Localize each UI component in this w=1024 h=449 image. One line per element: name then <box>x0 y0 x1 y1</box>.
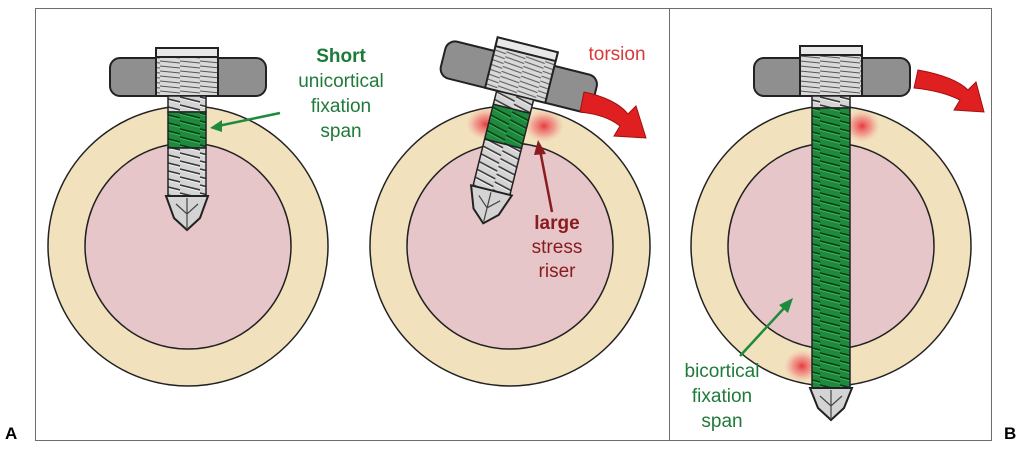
bicortical-label-arrow <box>739 298 793 357</box>
tilted-plate-and-screw <box>439 36 598 225</box>
stress-zone-top <box>844 110 880 142</box>
stress-riser-glow-right <box>524 110 564 142</box>
unicortical-span-green <box>167 111 207 149</box>
panel-b-frame <box>669 8 992 441</box>
label-fixation-1: fixation <box>311 96 371 117</box>
label-riser: riser <box>539 261 577 282</box>
torsion-arrow-icon <box>579 91 647 139</box>
torsion-arrow-icon-b <box>913 69 985 113</box>
screw-tip-flute-1 <box>175 198 199 228</box>
stress-label-arrow <box>534 140 554 213</box>
screw-shaft-neck-3 <box>811 95 851 109</box>
bone-cross-section-2 <box>369 105 651 387</box>
screw-shaft-upper-1 <box>167 95 207 113</box>
screw-shaft-lower-1 <box>167 147 207 197</box>
screw-head-cap-1 <box>155 47 219 58</box>
screw-head-cap-3 <box>799 45 863 56</box>
label-span-2: span <box>701 411 742 432</box>
label-short: Short <box>316 46 366 67</box>
label-fixation-2: fixation <box>692 386 752 407</box>
label-span-1: span <box>320 121 361 142</box>
bicortical-span-green <box>811 107 851 389</box>
unicortical-screw <box>155 47 219 232</box>
label-large: large <box>534 213 579 234</box>
label-stress: stress <box>532 237 583 258</box>
panel-letter-b: B <box>1004 424 1017 443</box>
screw-head-cap-2 <box>494 36 560 63</box>
panel-letter-a: A <box>5 424 18 443</box>
screw-tip-2 <box>469 183 514 225</box>
label-torsion: torsion <box>588 44 645 65</box>
bicortical-screw <box>799 45 863 422</box>
stress-zone-bottom <box>784 350 820 382</box>
label-bicortical: bicortical <box>685 361 760 382</box>
label-unicortical: unicortical <box>298 71 384 92</box>
short-label-arrow <box>210 111 281 132</box>
